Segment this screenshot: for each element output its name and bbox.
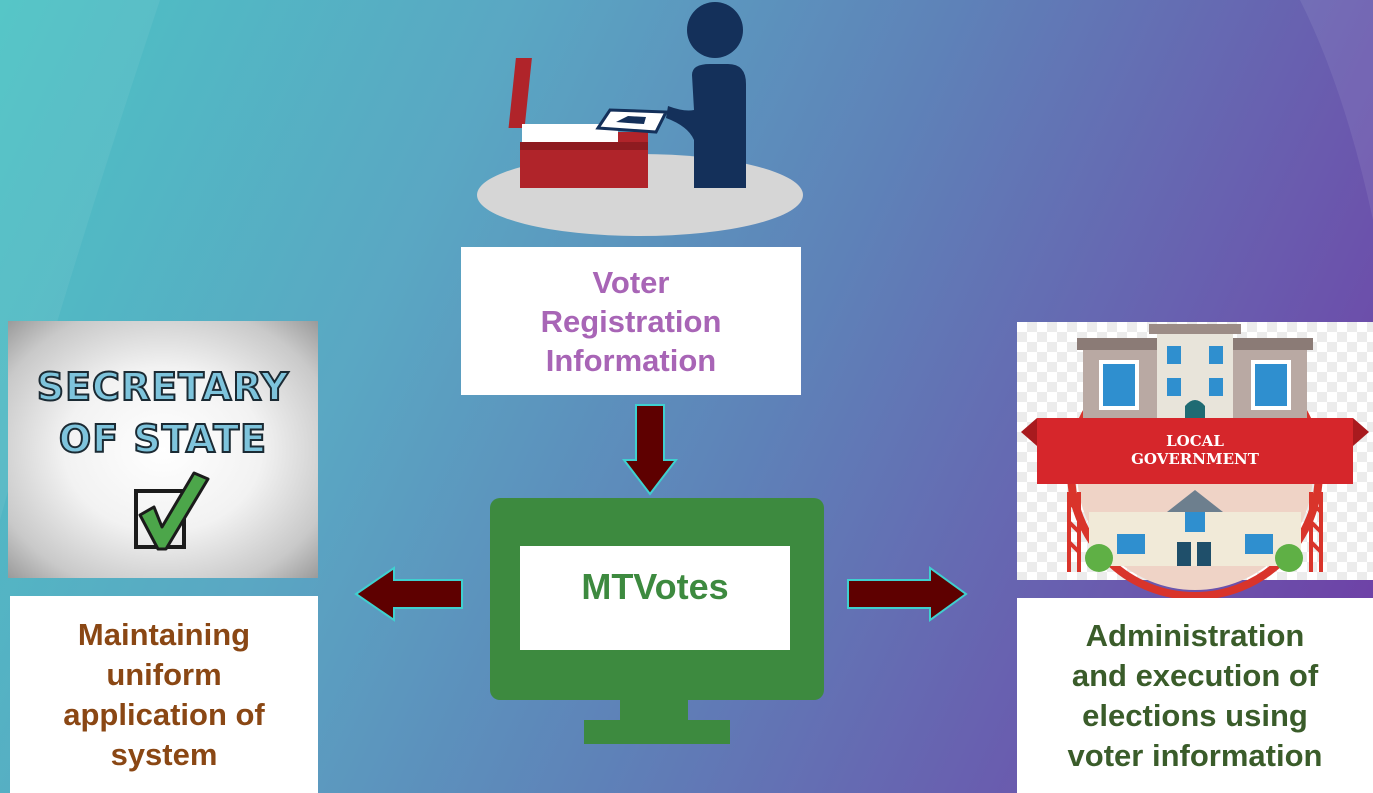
left-arrow	[354, 566, 463, 622]
right-caption-line-3: elections using	[1082, 697, 1308, 733]
secretary-of-state-text-line-1: SECRETARY	[36, 364, 290, 410]
secretary-of-state-text-line-2: OF STATE	[58, 416, 268, 462]
right-arrow	[847, 566, 968, 622]
right-caption-line-4: voter information	[1067, 737, 1323, 773]
mtvotes-label: MTVotes	[581, 566, 729, 607]
local-government-text-line-1: LOCAL	[1166, 432, 1224, 450]
right-caption-line-1: Administration	[1085, 617, 1305, 653]
down-arrow	[621, 404, 679, 496]
local-government-image: LOCAL GOVERNMENT	[1017, 322, 1373, 600]
local-government-text-line-2: GOVERNMENT	[1131, 450, 1259, 468]
voter-registration-line-2: Registration	[540, 303, 722, 339]
right-caption-line-2: and execution of	[1071, 657, 1319, 693]
voter-casting-ballot-icon	[477, 2, 803, 236]
local-government-caption: Administration and execution of election…	[1017, 598, 1373, 793]
government-building-icon	[1021, 324, 1369, 600]
mtvotes-screen: MTVotes	[520, 546, 790, 650]
voter-registration-box: Voter Registration Information	[461, 247, 801, 395]
checkbox-checkmark-icon	[134, 471, 210, 551]
voter-registration-line-1: Voter	[592, 264, 670, 300]
voter-registration-line-3: Information	[545, 342, 717, 378]
left-caption-line-3: application of	[63, 696, 265, 732]
left-caption-line-2: uniform	[106, 656, 222, 692]
left-caption-line-4: system	[110, 736, 218, 772]
left-caption-line-1: Maintaining	[77, 616, 251, 652]
secretary-of-state-image: SECRETARY OF STATE	[8, 321, 318, 578]
secretary-of-state-caption: Maintaining uniform application of syste…	[10, 596, 318, 793]
